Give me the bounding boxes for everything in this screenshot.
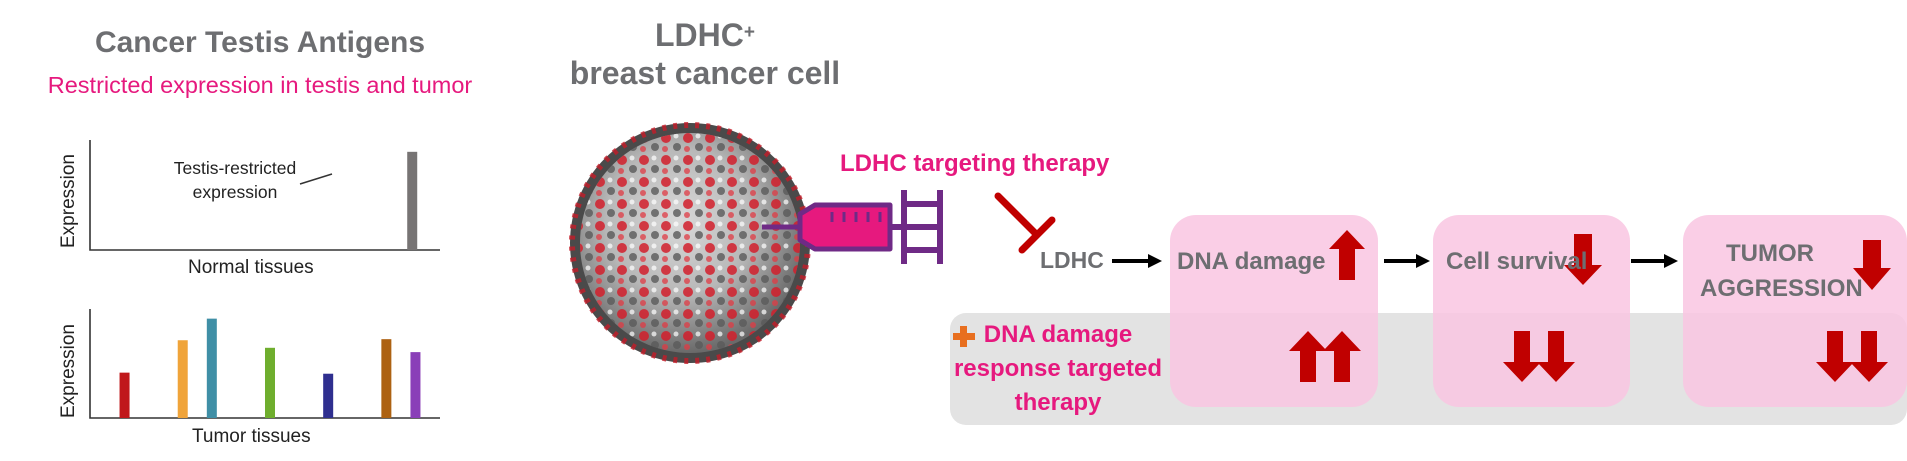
- normal-tissues-bars: [407, 151, 418, 250]
- plus-icon: [953, 326, 975, 347]
- normal-tissues-axes: [89, 140, 440, 251]
- cell-survival-down-arrow-icon: [1564, 234, 1602, 285]
- combination-dna-damage-up-arrows-icon: [1289, 331, 1361, 382]
- tumor-tissue-bar: [323, 373, 334, 418]
- normal-chart-ylabel: Expression: [58, 154, 79, 248]
- tumor-tissue-bar: [206, 318, 217, 418]
- tumor-tissue-bar: [410, 352, 421, 418]
- cta-title: Cancer Testis Antigens: [94, 26, 426, 59]
- ddr-label-line2: response targeted: [953, 355, 1163, 382]
- cell-title: LDHC+ breast cancer cell: [560, 16, 850, 92]
- tumor-tissue-bar: [177, 340, 188, 418]
- normal-chart-xlabel: Normal tissues: [188, 257, 314, 278]
- testis-annotation-line2: expression: [192, 182, 278, 202]
- tumor-tissue-bar: [381, 339, 392, 418]
- tumor-aggression-box: [1683, 215, 1907, 407]
- dna-damage-box: [1170, 215, 1378, 407]
- tumor-label-line2: AGGRESSION: [1700, 275, 1863, 302]
- therapy-label: LDHC targeting therapy: [840, 150, 1110, 177]
- dna-damage-label: DNA damage: [1177, 248, 1326, 275]
- pathway-arrows: [1112, 254, 1678, 268]
- combination-cell-survival-down-arrows-icon: [1503, 331, 1575, 382]
- ddr-label-line1: DNA damage: [983, 321, 1133, 348]
- annotation-leader-line: [299, 173, 333, 185]
- normal-tissue-bar: [407, 151, 418, 250]
- tumor-tissue-bar: [265, 347, 275, 418]
- tumor-chart-xlabel: Tumor tissues: [192, 426, 311, 447]
- ldhc-label: LDHC: [1040, 247, 1104, 273]
- tumor-down-arrow-icon: [1853, 240, 1891, 290]
- syringe-icon: [762, 190, 943, 264]
- testis-annotation: Testis-restricted expression: [160, 156, 310, 204]
- tumor-aggression-label: TUMOR AGGRESSION: [1700, 236, 1863, 306]
- cancer-cell-image: [569, 122, 811, 364]
- combination-tumor-down-arrows-icon: [1816, 331, 1888, 382]
- cell-title-main: LDHC: [655, 17, 744, 53]
- cell-title-line2: breast cancer cell: [569, 55, 841, 91]
- testis-annotation-line1: Testis-restricted: [173, 158, 297, 178]
- tumor-tissue-bar: [119, 372, 130, 418]
- dna-damage-up-arrow-icon: [1329, 230, 1365, 280]
- cell-title-superscript: +: [743, 22, 755, 43]
- ddr-therapy-label: DNA damage response targeted therapy: [948, 318, 1168, 420]
- cta-subtitle: Restricted expression in testis and tumo…: [47, 72, 473, 98]
- inhibition-icon: [994, 192, 1056, 254]
- cell-survival-box: [1433, 215, 1630, 407]
- cell-survival-label: Cell survival: [1446, 248, 1588, 275]
- tumor-chart-ylabel: Expression: [58, 324, 79, 418]
- ddr-label-line3: therapy: [1014, 389, 1102, 416]
- tumor-tissues-bars: [119, 318, 421, 418]
- tumor-label-line1: TUMOR: [1726, 240, 1814, 267]
